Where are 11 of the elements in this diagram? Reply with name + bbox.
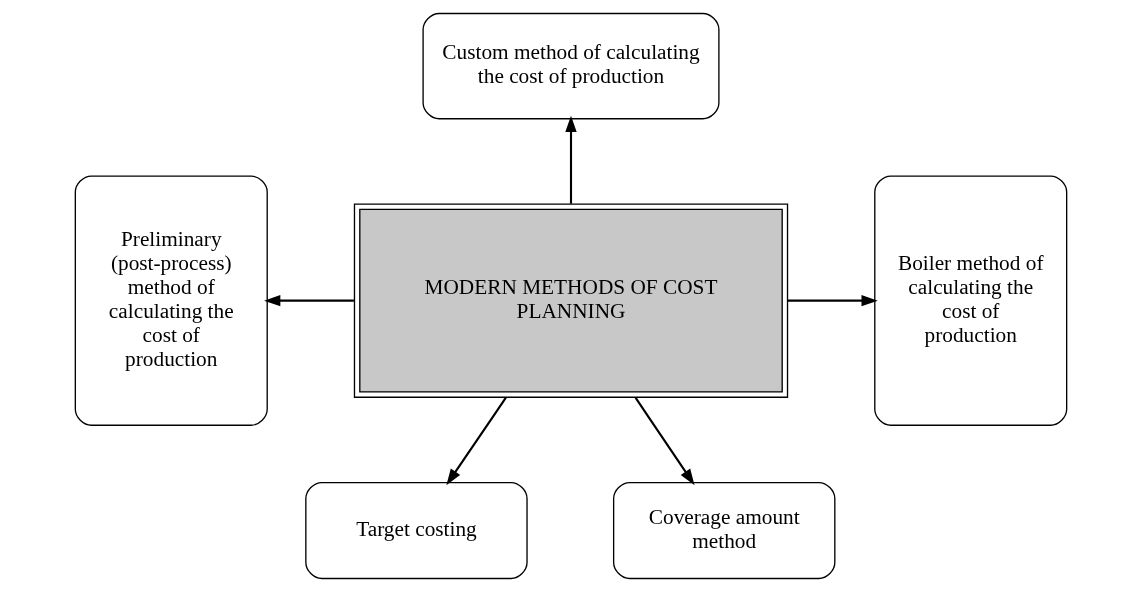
arrow — [565, 115, 577, 204]
node-box: Target costing — [305, 481, 528, 580]
node-box: Custom method of calculating the cost of production — [422, 12, 720, 120]
node-box: MODERN METHODS OF COST PLANNING — [353, 203, 789, 398]
arrow — [634, 397, 695, 486]
arrow — [264, 294, 354, 307]
node-box: Preliminary (post-process) method of calculating the cost of production — [74, 175, 268, 426]
arrow — [446, 397, 507, 486]
node-box: Coverage amount method — [612, 481, 836, 580]
arrow — [787, 294, 878, 307]
node-box: Boiler method of calculating the cost of production — [874, 175, 1068, 426]
